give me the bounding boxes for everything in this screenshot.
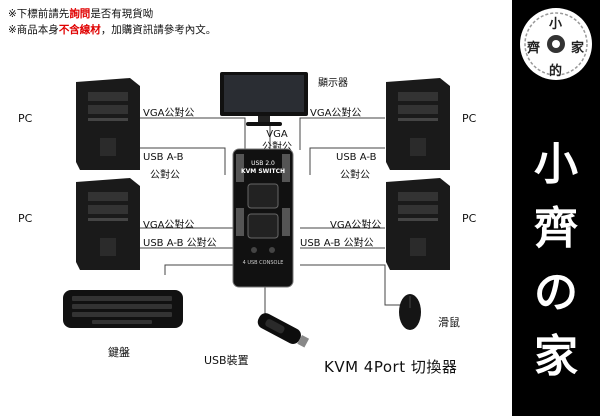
monitor-label: 顯示器 xyxy=(318,78,348,89)
cable-label-usb-mm: USB A-B 公對公 xyxy=(300,238,374,249)
connection-lines xyxy=(140,117,405,320)
cable-label-usb: USB A-B xyxy=(336,152,377,163)
pc-tower-bottom-right xyxy=(386,178,450,270)
seal-char: 齊 xyxy=(527,41,541,56)
keyboard-label: 鍵盤 xyxy=(108,346,130,359)
brand-seal: 小 齊 家 的 xyxy=(518,6,594,82)
vga-monitor-label: VGA 公對公 xyxy=(262,129,292,153)
monitor-image xyxy=(220,72,308,126)
note-highlight: 不含線材 xyxy=(58,24,101,36)
pc-tower-bottom-left xyxy=(76,178,140,270)
cable-label-usb: USB A-B xyxy=(143,152,184,163)
cable-label-vga: VGA公對公 xyxy=(330,220,382,231)
pc-label-top-right: PC xyxy=(462,112,477,125)
note-line-1: ※下標前請先詢問是否有現貨呦 xyxy=(8,6,153,21)
brand-char: 齊 xyxy=(534,203,578,254)
seal-char: 小 xyxy=(549,17,563,32)
cable-label-vga: VGA公對公 xyxy=(143,220,195,231)
keyboard-image xyxy=(63,290,183,328)
pc-label-bottom-right: PC xyxy=(462,212,477,225)
mouse-label: 滑鼠 xyxy=(438,316,460,329)
product-caption: KVM 4Port 切換器 xyxy=(324,358,458,376)
note-line-2: ※商品本身不含線材，加購資訊請參考內文。 xyxy=(8,22,216,37)
pc-tower-top-right xyxy=(386,78,450,170)
brand-panel: 小 齊 家 的 小 齊 の 家 xyxy=(512,0,600,416)
note-highlight: 詢問 xyxy=(69,8,91,20)
cable-label-usb-mm: USB A-B 公對公 xyxy=(143,238,217,249)
pc-tower-top-left xyxy=(76,78,140,170)
kvm-body-shape xyxy=(232,148,294,288)
note-text: ，加購資訊請參考內文。 xyxy=(100,24,217,36)
kvm-name: KVM SWITCH xyxy=(240,168,286,175)
usb-device-label: USB裝置 xyxy=(204,354,249,367)
usb-drive-image xyxy=(257,313,310,348)
cable-label-mm: 公對公 xyxy=(340,170,370,181)
seal-char: 的 xyxy=(549,64,563,79)
cable-label-mm: 公對公 xyxy=(150,170,180,181)
seal-char: 家 xyxy=(571,41,585,56)
mouse-image xyxy=(399,294,421,330)
kvm-switch-device: USB 2.0 KVM SWITCH 4 USB CONSOLE xyxy=(232,148,294,288)
cable-label-vga: VGA公對公 xyxy=(310,108,362,119)
note-text: 是否有現貨呦 xyxy=(90,8,154,20)
brand-char: 小 xyxy=(534,139,578,190)
brand-char: 家 xyxy=(534,331,578,382)
pc-label-top-left: PC xyxy=(18,112,33,125)
brand-char: の xyxy=(534,267,578,318)
seal-ring-shape xyxy=(520,8,592,80)
note-text: ※下標前請先 xyxy=(8,8,70,20)
kvm-bottom-text: 4 USB CONSOLE xyxy=(242,260,284,266)
pc-label-bottom-left: PC xyxy=(18,212,33,225)
cable-label-vga: VGA公對公 xyxy=(143,108,195,119)
note-text: ※商品本身 xyxy=(8,24,59,36)
kvm-top-text: USB 2.0 xyxy=(251,160,275,167)
